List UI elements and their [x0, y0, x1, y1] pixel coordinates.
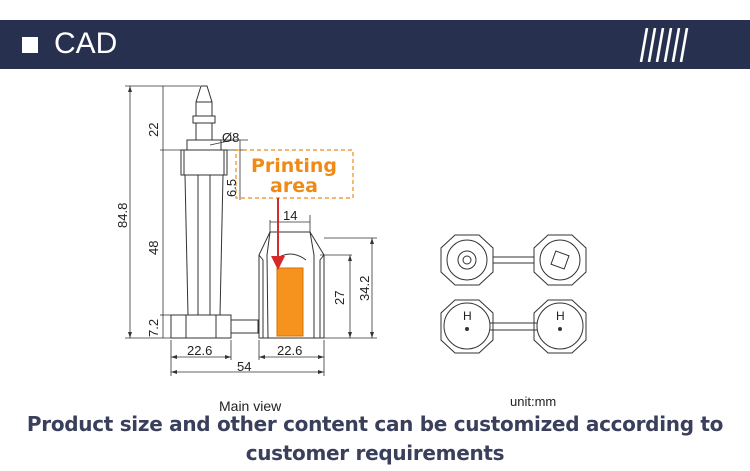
printing-area-callout-box [235, 149, 354, 199]
unit-label: unit:mm [510, 394, 557, 409]
callout-line-1: Printing [251, 155, 337, 177]
dim-tip-height: 22 [146, 123, 161, 137]
dim-base-width-right: 22.6 [277, 343, 302, 358]
end-view-mark-right: H [556, 309, 565, 323]
diagonal-stripes-icon [639, 28, 689, 62]
header-bar: CAD [0, 20, 750, 69]
customization-note-line-2: customer requirements [245, 441, 505, 465]
dim-insert-height: 27 [332, 291, 347, 305]
dim-top-width: 14 [283, 208, 297, 223]
callout-line-2: area [270, 175, 318, 197]
arrow-head-icon [271, 256, 285, 270]
dim-total-height: 84.8 [115, 203, 130, 228]
page-title: CAD [54, 27, 118, 60]
square-bullet-icon [22, 37, 38, 53]
dimension-arrows [128, 86, 374, 374]
dim-diameter: Ø8 [222, 130, 239, 145]
dim-overall-width: 54 [237, 359, 251, 374]
printing-area-insert [276, 267, 304, 337]
dimension-lines [125, 85, 377, 376]
dim-body-height: 48 [146, 241, 161, 255]
customization-note-line-1: Product size and other content can be cu… [26, 412, 724, 436]
cad-drawing: 22 84.8 48 7.2 6.5 Ø8 22.6 22.6 54 14 27… [115, 85, 587, 376]
dim-base-width-left: 22.6 [187, 343, 212, 358]
dim-base-height: 7.2 [146, 319, 161, 337]
end-views [440, 234, 587, 354]
end-view-mark-left: H [463, 309, 472, 323]
main-view-label: Main view [219, 398, 282, 414]
dim-body-height-right: 34.2 [357, 276, 372, 301]
bolt-pin [170, 85, 259, 339]
dim-collar-height: 6.5 [224, 179, 239, 197]
